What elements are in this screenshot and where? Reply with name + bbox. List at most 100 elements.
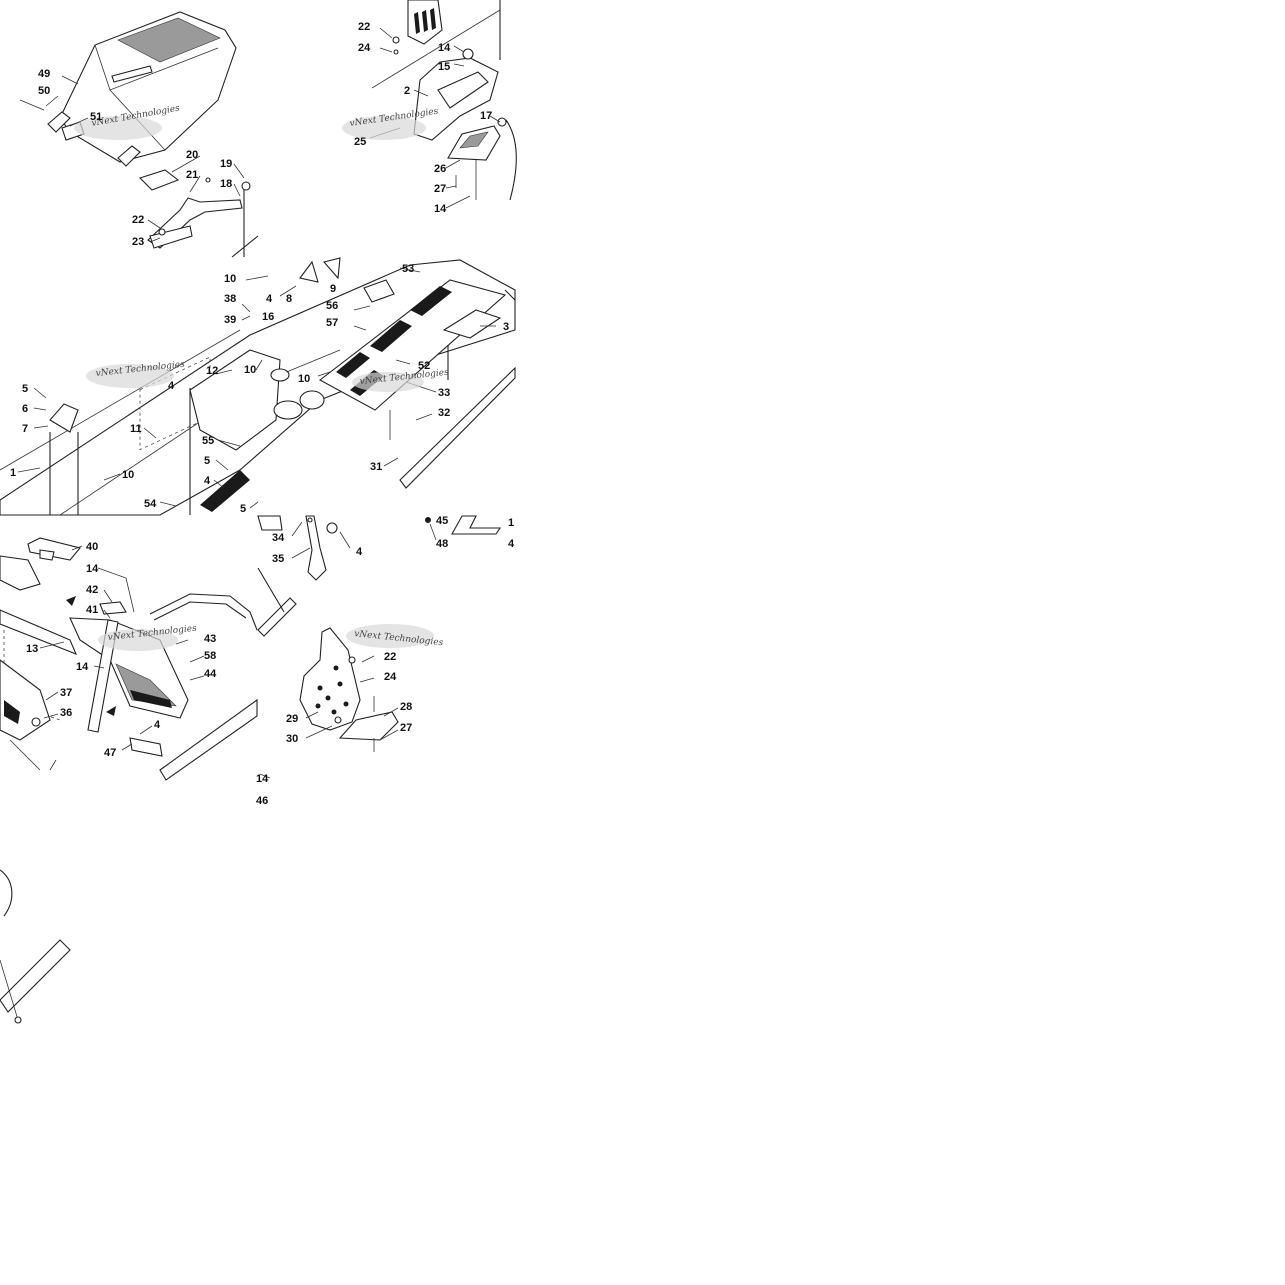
footrest-bracket [299,627,361,731]
rail-44 [87,619,119,733]
bracket-20 [138,169,180,191]
callout-16: 16 [262,311,274,323]
rail-segment [257,597,297,637]
step-28 [338,711,399,741]
callout-33: 33 [438,387,450,399]
bumper-37 [0,659,51,741]
callout-55: 55 [202,435,214,447]
rail-13 [0,609,78,655]
callout-30: 30 [286,733,298,745]
callout-4: 4 [168,380,175,392]
callout-49: 49 [38,68,50,80]
seat-panel [117,17,221,63]
callout-24: 24 [358,42,371,54]
running-board-tile: vNext Technologies 40 14 42 41 13 43 58 … [0,537,258,1024]
callout-50: 50 [38,85,50,97]
bracket-40 [27,537,81,561]
callout-10: 10 [122,469,134,481]
callout-6: 6 [22,403,28,415]
footrest-tile: vNext Technologies 34 35 4 45 48 1 4 22 … [256,515,515,807]
callout-31: 31 [370,461,382,473]
callout-29: 29 [286,713,298,725]
callout-15: 15 [438,61,450,73]
callout-11: 11 [130,423,142,435]
callout-22: 22 [358,21,370,33]
callout-4: 4 [204,475,211,487]
bracket-3 [442,309,502,339]
callout-45: 45 [436,515,448,527]
callout-14: 14 [438,42,451,54]
callout-48: 48 [436,538,448,550]
callout-9: 9 [330,283,336,295]
callout-5: 5 [204,455,210,467]
callout-18: 18 [220,178,232,190]
pad-42 [99,601,127,615]
bracket-45 [451,515,502,535]
callout-22: 22 [384,651,396,663]
callout-54: 54 [144,498,157,510]
callout-51: 51 [90,111,102,123]
callout-23: 23 [132,236,144,248]
callout-22: 22 [132,214,144,226]
callout-19: 19 [220,158,232,170]
callout-38: 38 [224,293,236,305]
callout-47: 47 [104,747,116,759]
seat-strap [47,111,71,133]
reflector-6 [49,403,79,433]
callout-40: 40 [86,541,98,553]
callout-10: 10 [224,273,236,285]
callout-27: 27 [434,183,446,195]
callout-34: 34 [272,532,285,544]
tunnel-panel [189,349,281,451]
gusset-8 [299,260,319,283]
chassis-tile: vNext Technologies vNext Technologies 10… [0,257,516,516]
callout-20: 20 [186,149,198,161]
callout-4: 4 [356,546,363,558]
callout-8: 8 [286,293,292,305]
callout-4: 4 [154,719,161,731]
callout-3: 3 [503,321,509,333]
callout-13: 13 [26,643,38,655]
callout-42: 42 [86,584,98,596]
rear-bracket-tile: vNext Technologies 22 24 14 15 2 17 25 2… [342,0,517,215]
callout-25: 25 [354,136,366,148]
callout-24: 24 [384,671,397,683]
callout-4: 4 [266,293,273,305]
callout-58: 58 [204,650,216,662]
callout-5: 5 [240,503,246,515]
callout-14: 14 [434,203,447,215]
strap-35 [305,515,327,581]
callout-57: 57 [326,317,338,329]
callout-10: 10 [244,364,256,376]
callout-1: 1 [10,467,16,479]
callout-12: 12 [206,365,218,377]
callout-53: 53 [402,263,414,275]
callout-21: 21 [186,169,198,181]
callout-14: 14 [86,563,99,575]
callout-5: 5 [22,383,28,395]
callout-4: 4 [508,538,515,550]
callout-43: 43 [204,633,216,645]
callout-35: 35 [272,553,284,565]
callout-32: 32 [438,407,450,419]
bracket-53 [363,279,395,303]
callout-14: 14 [76,661,89,673]
callout-1: 1 [508,517,514,529]
callout-46: 46 [256,795,268,807]
callout-26: 26 [434,163,446,175]
rail-58 [159,698,258,781]
callout-56: 56 [326,300,338,312]
seat-assembly-tile: vNext Technologies 49 50 51 20 21 19 18 … [19,11,259,258]
running-board-32 [399,366,516,489]
callout-14: 14 [256,773,269,785]
callout-36: 36 [60,707,72,719]
callout-39: 39 [224,314,236,326]
callout-44: 44 [204,668,217,680]
callout-2: 2 [404,85,410,97]
callout-37: 37 [60,687,72,699]
callout-10: 10 [298,373,310,385]
callout-41: 41 [86,604,98,616]
callout-52: 52 [418,360,430,372]
callout-7: 7 [22,423,28,435]
